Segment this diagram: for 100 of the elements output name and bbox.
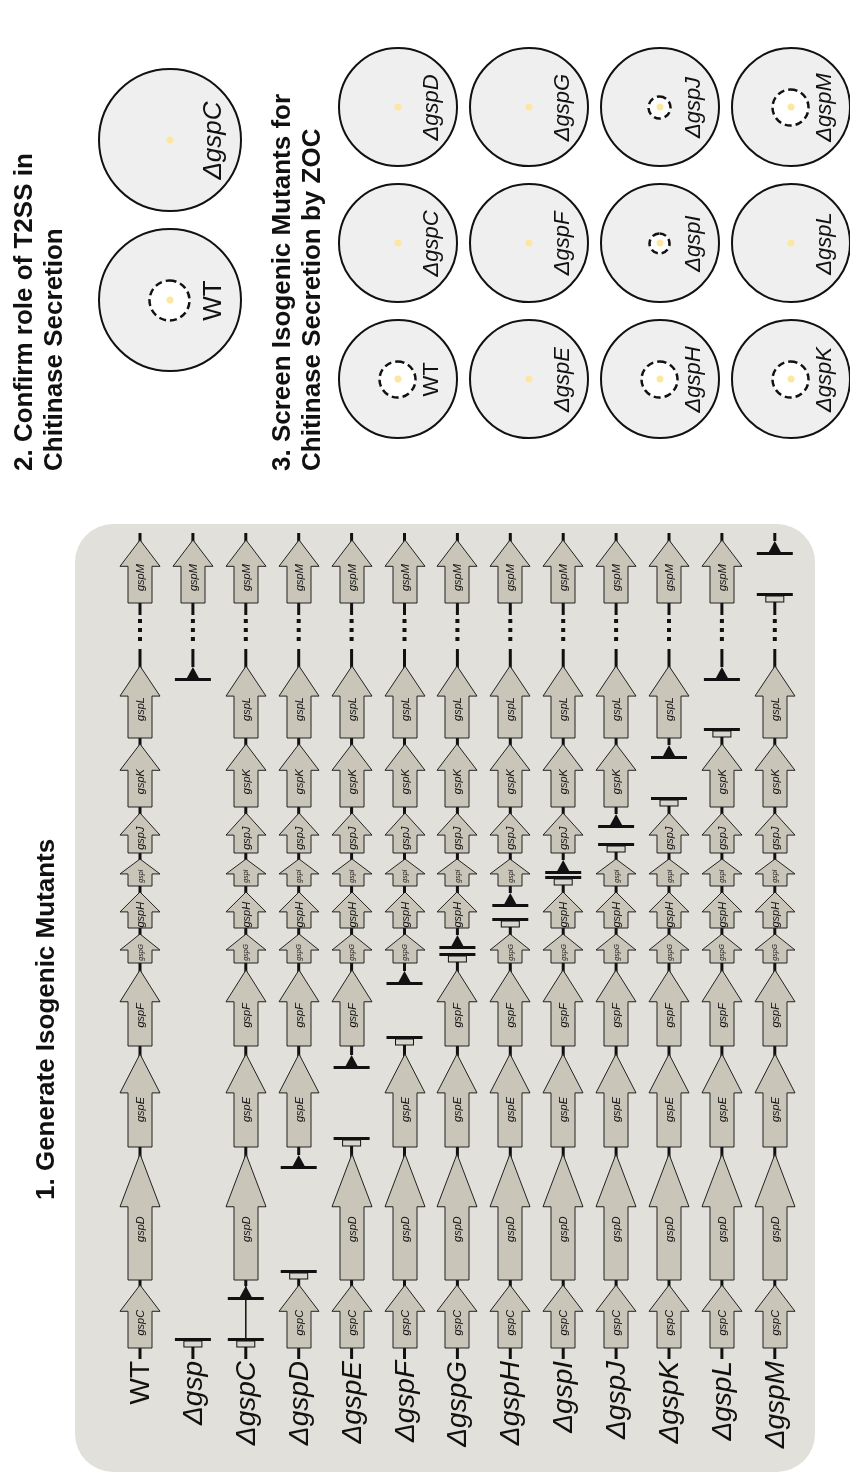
- gene-block: [648, 1284, 690, 1349]
- gene-label: gspK: [397, 768, 412, 797]
- gene-label: gspL: [556, 696, 571, 723]
- strain-label: ΔgspM: [758, 1361, 791, 1449]
- gene-block: [700, 969, 743, 1047]
- gene-block: [383, 933, 426, 964]
- gene-block: [436, 539, 479, 604]
- gene-label: gspF: [662, 1001, 676, 1030]
- gene-block: [595, 1053, 638, 1148]
- gene-block: [436, 1284, 479, 1349]
- section-heading: 2. Confirm role of T2SS in Chitinase Secretion: [8, 152, 68, 471]
- gene-block: [753, 1284, 796, 1349]
- gene-label: gspD: [662, 1215, 676, 1244]
- gene-block: [542, 933, 585, 964]
- gene-block: [224, 665, 267, 739]
- gene-label: gspK: [450, 768, 465, 797]
- gene-label: gspH: [397, 900, 412, 929]
- gene-block: [277, 858, 320, 887]
- gene-block: [277, 933, 320, 964]
- gene-label: gspC: [556, 1308, 571, 1338]
- gene-block: [700, 858, 743, 887]
- gene-block: [700, 933, 743, 964]
- gene-block: [436, 743, 479, 808]
- gene-block: [542, 1284, 585, 1349]
- gene-label: gspF: [556, 1001, 571, 1030]
- strain-label: ΔgspI: [547, 1361, 580, 1433]
- gene-label: gspL: [344, 696, 359, 723]
- gene-block: [489, 1153, 532, 1281]
- gene-block: [753, 1153, 796, 1281]
- gene-block: [595, 743, 638, 808]
- gene-label: gspH: [450, 900, 465, 929]
- gene-block: [224, 933, 267, 964]
- strain-label: ΔgspD: [282, 1361, 315, 1446]
- gene-block: [542, 1053, 585, 1148]
- gene-label: gspE: [609, 1095, 624, 1125]
- gene-label: gspE: [238, 1095, 253, 1125]
- gene-block: [700, 1153, 743, 1281]
- gene-block: [753, 665, 796, 739]
- strain-label: ΔgspE: [335, 1361, 368, 1444]
- gene-label: gspC: [397, 1308, 412, 1338]
- panel-background: [75, 524, 815, 1472]
- gene-block: [224, 891, 267, 929]
- gene-label: gspD: [397, 1215, 412, 1244]
- gene-label: gspE: [291, 1095, 306, 1125]
- gene-block: [119, 1153, 161, 1281]
- strain-label: ΔgspC: [419, 210, 442, 277]
- gene-block: [648, 933, 690, 964]
- gene-label: gspF: [450, 1001, 465, 1030]
- gene-block: [277, 665, 320, 739]
- gene-label: gspM: [397, 563, 412, 594]
- gene-label: gspF: [344, 1001, 359, 1030]
- gene-label: gspD: [609, 1215, 624, 1244]
- gene-block: [330, 743, 373, 808]
- gene-block: [119, 539, 161, 604]
- gene-label: gspC: [291, 1308, 306, 1338]
- gene-label: gspK: [344, 768, 359, 797]
- gene-label: gspL: [662, 696, 676, 723]
- gene-block: [700, 1284, 743, 1349]
- gene-block: [648, 539, 690, 604]
- strain-label: ΔgspL: [812, 212, 835, 275]
- strain-label: ΔgspG: [441, 1361, 474, 1447]
- gene-label: gspH: [556, 900, 571, 929]
- gene-label: gspK: [503, 768, 518, 797]
- gene-block: [489, 539, 532, 604]
- gene-block: [648, 812, 690, 854]
- gene-label: gspD: [344, 1215, 359, 1244]
- gene-label: gspD: [450, 1215, 465, 1244]
- gene-label: gspC: [503, 1308, 518, 1338]
- gene-block: [753, 858, 796, 887]
- strain-label: ΔgspH: [681, 346, 704, 413]
- strain-label: ΔgspJ: [600, 1361, 633, 1439]
- gene-block: [542, 969, 585, 1047]
- gene-block: [489, 969, 532, 1047]
- strain-label: ΔgspL: [705, 1361, 738, 1441]
- gene-block: [119, 858, 161, 887]
- section-heading: 1. Generate Isogenic Mutants: [30, 837, 60, 1200]
- gene-label: gspH: [609, 900, 624, 929]
- gene-label: gspD: [133, 1215, 147, 1244]
- gene-block: [595, 891, 638, 929]
- gene-block: [383, 539, 426, 604]
- gene-block: [277, 1284, 320, 1349]
- gene-block: [595, 933, 638, 964]
- gene-label: gspE: [556, 1095, 571, 1125]
- gene-label: gspC: [450, 1308, 465, 1338]
- gene-label: gspC: [609, 1308, 624, 1338]
- gene-block: [224, 539, 267, 604]
- gene-block: [648, 1153, 690, 1281]
- gene-label: gspJ: [344, 825, 359, 852]
- gene-block: [224, 812, 267, 854]
- gene-label: gspD: [556, 1215, 571, 1244]
- gene-label: gspJ: [397, 825, 412, 852]
- gene-label: gspE: [714, 1095, 729, 1125]
- gene-label: gspL: [503, 696, 518, 723]
- gene-block: [330, 969, 373, 1047]
- gene-block: [224, 743, 267, 808]
- strain-label: ΔgspC: [198, 101, 225, 180]
- gene-block: [436, 1053, 479, 1148]
- gene-block: [436, 891, 479, 929]
- gene-block: [595, 665, 638, 739]
- gene-label: gspJ: [291, 825, 306, 852]
